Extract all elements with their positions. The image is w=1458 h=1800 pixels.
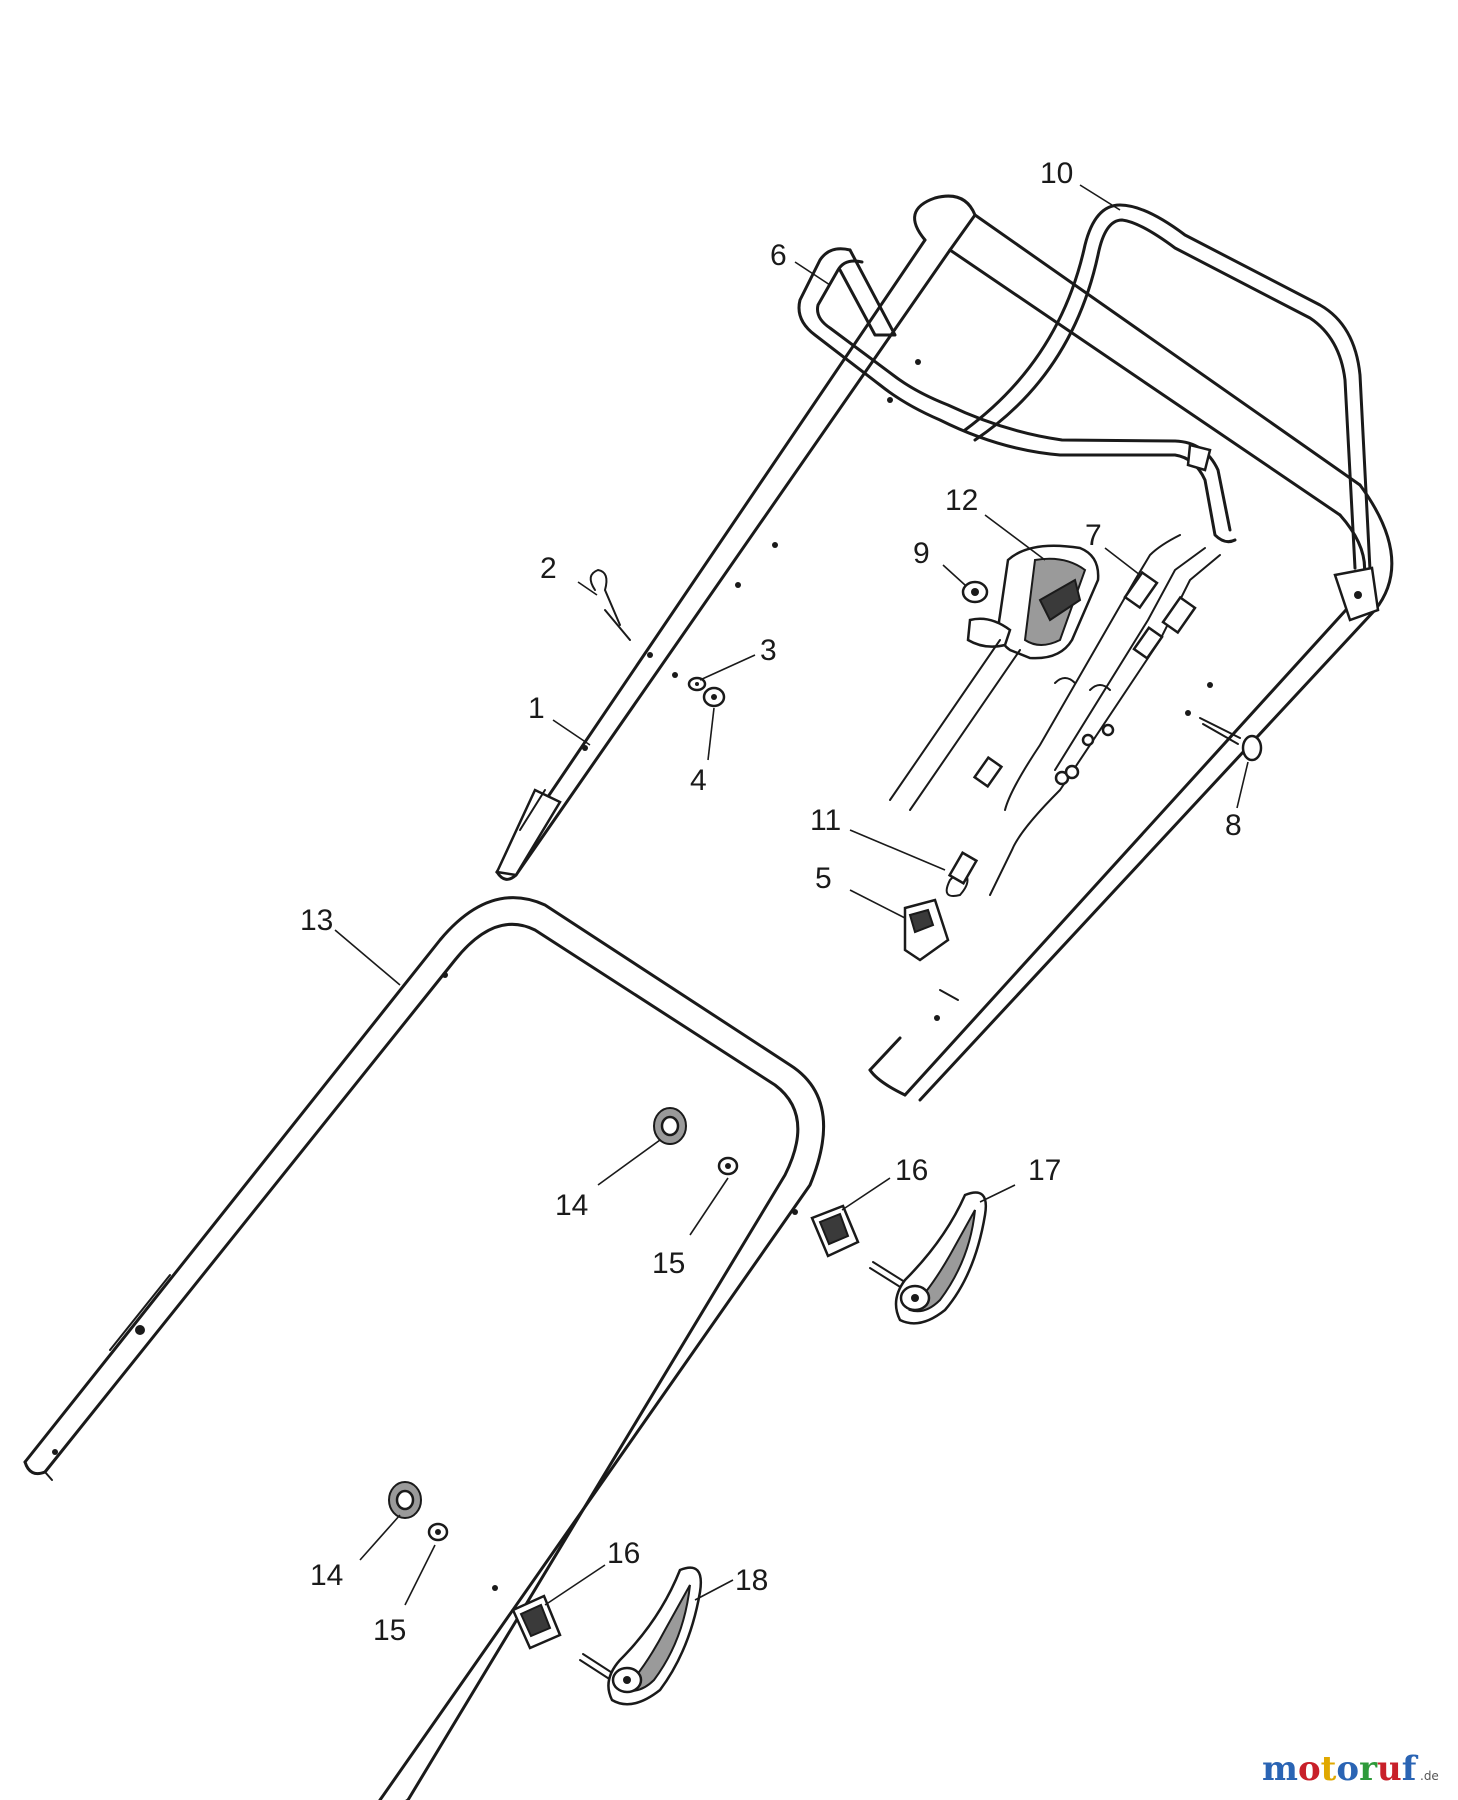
cable-clip <box>903 898 950 962</box>
callout-15-lower: 15 <box>373 1614 406 1647</box>
upper-handle <box>495 194 1394 1102</box>
knob-nut-14-upper <box>653 1107 687 1145</box>
callout-17: 17 <box>1028 1154 1061 1187</box>
cable-guide-bracket <box>797 247 1237 544</box>
hook-bolt <box>589 568 631 641</box>
washer-3 <box>687 676 707 692</box>
watermark-logo: motoruf .de <box>1262 1749 1439 1789</box>
callout-2: 2 <box>540 552 557 585</box>
knob-nut-14-lower <box>388 1481 422 1519</box>
callout-14-lower: 14 <box>310 1559 343 1592</box>
leader-lines <box>334 184 1249 1606</box>
throttle-control <box>966 544 1100 660</box>
bail-bar <box>963 203 1380 622</box>
callout-4: 4 <box>690 764 707 797</box>
nut-15-lower <box>427 1522 449 1542</box>
callout-8: 8 <box>1225 809 1242 842</box>
callout-6: 6 <box>770 239 787 272</box>
watermark-letter: m <box>1262 1749 1298 1789</box>
quick-release-lever-18 <box>579 1566 703 1706</box>
callout-12: 12 <box>945 484 978 517</box>
callout-15-upper: 15 <box>652 1247 685 1280</box>
callout-14-upper: 14 <box>555 1189 588 1222</box>
nut-15-upper <box>717 1156 739 1176</box>
callout-labels: 10 6 12 7 9 2 3 1 4 8 11 5 13 14 15 16 1… <box>300 157 1242 1647</box>
watermark-letter: o <box>1336 1749 1359 1789</box>
svg-text:motoruf: motoruf <box>1262 1749 1419 1789</box>
nut-9 <box>961 580 989 604</box>
watermark-letter: o <box>1298 1749 1321 1789</box>
watermark-letter: f <box>1402 1749 1419 1789</box>
callout-10: 10 <box>1040 157 1073 190</box>
lower-handle <box>23 896 826 1800</box>
watermark-letter: u <box>1377 1749 1402 1789</box>
callout-3: 3 <box>760 634 777 667</box>
spacer-block-16-lower <box>511 1594 562 1650</box>
callout-18: 18 <box>735 1564 768 1597</box>
callout-9: 9 <box>913 537 930 570</box>
callout-13: 13 <box>300 904 333 937</box>
callout-7: 7 <box>1085 519 1102 552</box>
watermark-letter: r <box>1359 1749 1378 1789</box>
watermark-letter: t <box>1321 1749 1337 1789</box>
control-cables <box>889 534 1221 896</box>
callout-16-upper: 16 <box>895 1154 928 1187</box>
watermark-suffix: .de <box>1420 1769 1439 1783</box>
nut-4 <box>702 686 726 708</box>
callout-16-lower: 16 <box>607 1537 640 1570</box>
cable-spring <box>945 851 979 897</box>
spacer-block-16-upper <box>810 1204 860 1258</box>
quick-release-lever-17 <box>869 1191 988 1325</box>
screw-8 <box>1199 717 1263 762</box>
callout-5: 5 <box>815 862 832 895</box>
callout-1: 1 <box>528 692 545 725</box>
callout-11: 11 <box>810 804 841 837</box>
